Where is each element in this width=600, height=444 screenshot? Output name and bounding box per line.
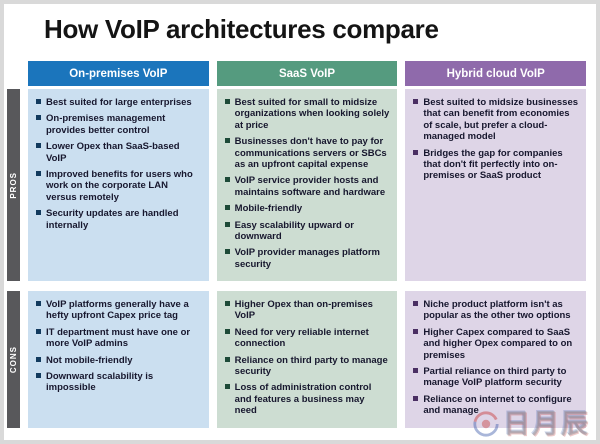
bullet-square-icon bbox=[224, 205, 230, 211]
page-title: How VoIP architectures compare bbox=[44, 14, 439, 44]
bullet-square-icon bbox=[224, 221, 230, 227]
list-item: Not mobile-friendly bbox=[36, 355, 201, 366]
bullet-square-icon bbox=[36, 170, 41, 176]
bullet-square-icon bbox=[36, 328, 41, 334]
bullet-square-icon bbox=[36, 373, 41, 379]
bullet-square-icon bbox=[224, 356, 230, 362]
list-item: Improved benefits for users who work on … bbox=[36, 169, 201, 203]
bullet-square-icon bbox=[413, 149, 419, 155]
list-item: Businesses don't have to pay for communi… bbox=[224, 136, 390, 170]
bullet-square-icon bbox=[36, 210, 41, 216]
pros-list-saas: Best suited for small to midsize organiz… bbox=[224, 97, 390, 270]
bullet-square-icon bbox=[224, 99, 230, 104]
bullet-square-icon bbox=[413, 301, 419, 307]
bullet-square-icon bbox=[36, 143, 41, 149]
list-item: Easy scalability upward or downward bbox=[224, 220, 390, 243]
bullet-square-icon bbox=[413, 99, 419, 104]
list-item: VoIP provider manages platform security bbox=[224, 247, 390, 270]
cons-cell-hybrid: Niche product platform isn't as popular … bbox=[405, 291, 586, 428]
bullet-square-icon bbox=[413, 395, 419, 401]
pros-cell-hybrid: Best suited to midsize businesses that c… bbox=[405, 89, 586, 282]
pros-cell-onprem: Best suited for large enterprises On-pre… bbox=[28, 89, 209, 282]
pros-section: PROS Best suited for large enterprises O… bbox=[7, 89, 586, 282]
list-item: Loss of administration control and featu… bbox=[224, 382, 390, 416]
bullet-square-icon bbox=[413, 328, 419, 334]
cons-list-onprem: VoIP platforms generally have a hefty up… bbox=[36, 299, 201, 394]
list-item: Reliance on third party to manage securi… bbox=[224, 355, 390, 378]
pros-list-hybrid: Best suited to midsize businesses that c… bbox=[413, 97, 578, 182]
list-item: IT department must have one or more VoIP… bbox=[36, 327, 201, 350]
cons-section: CONS VoIP platforms generally have a hef… bbox=[7, 291, 586, 428]
bullet-square-icon bbox=[224, 177, 230, 183]
list-item: Best suited to midsize businesses that c… bbox=[413, 97, 578, 143]
bullet-square-icon bbox=[224, 301, 230, 307]
bullet-square-icon bbox=[224, 384, 230, 390]
header-spacer bbox=[7, 61, 20, 86]
cons-list-saas: Higher Opex than on-premises VoIP Need f… bbox=[224, 299, 390, 417]
pros-cell-saas: Best suited for small to midsize organiz… bbox=[216, 89, 398, 282]
list-item: Mobile-friendly bbox=[224, 203, 390, 214]
list-item: Higher Opex than on-premises VoIP bbox=[224, 299, 390, 322]
bullet-square-icon bbox=[224, 138, 230, 144]
bullet-square-icon bbox=[413, 368, 419, 374]
bullet-square-icon bbox=[36, 99, 41, 104]
bullet-square-icon bbox=[36, 115, 41, 121]
list-item: Security updates are handled internally bbox=[36, 208, 201, 231]
cons-list-hybrid: Niche product platform isn't as popular … bbox=[413, 299, 578, 417]
cons-cell-saas: Higher Opex than on-premises VoIP Need f… bbox=[216, 291, 398, 428]
list-item: Bridges the gap for companies that don't… bbox=[413, 148, 578, 182]
bullet-square-icon bbox=[36, 301, 41, 307]
list-item: VoIP platforms generally have a hefty up… bbox=[36, 299, 201, 322]
bullet-square-icon bbox=[36, 356, 41, 362]
column-header-hybrid: Hybrid cloud VoIP bbox=[405, 61, 586, 86]
cons-cell-onprem: VoIP platforms generally have a hefty up… bbox=[28, 291, 209, 428]
bullet-square-icon bbox=[224, 328, 230, 334]
pros-row-label: PROS bbox=[7, 89, 20, 282]
bullet-square-icon bbox=[224, 249, 230, 255]
header-row: On-premises VoIP SaaS VoIP Hybrid cloud … bbox=[7, 61, 586, 86]
cons-row-label: CONS bbox=[7, 291, 20, 428]
list-item: Lower Opex than SaaS-based VoIP bbox=[36, 141, 201, 164]
column-header-onprem: On-premises VoIP bbox=[28, 61, 209, 86]
comparison-table: On-premises VoIP SaaS VoIP Hybrid cloud … bbox=[4, 45, 596, 428]
list-item: Best suited for large enterprises bbox=[36, 97, 201, 108]
list-item: Need for very reliable internet connecti… bbox=[224, 327, 390, 350]
list-item: On-premises management provides better c… bbox=[36, 113, 201, 136]
list-item: Downward scalability is impossible bbox=[36, 371, 201, 394]
list-item: Higher Capex compared to SaaS and higher… bbox=[413, 327, 578, 361]
list-item: VoIP service provider hosts and maintain… bbox=[224, 175, 390, 198]
list-item: Reliance on internet to configure and ma… bbox=[413, 394, 578, 417]
list-item: Partial reliance on third party to manag… bbox=[413, 366, 578, 389]
column-header-saas: SaaS VoIP bbox=[216, 61, 398, 86]
list-item: Best suited for small to midsize organiz… bbox=[224, 97, 389, 131]
list-item: Niche product platform isn't as popular … bbox=[413, 299, 578, 322]
pros-list-onprem: Best suited for large enterprises On-pre… bbox=[36, 97, 201, 231]
